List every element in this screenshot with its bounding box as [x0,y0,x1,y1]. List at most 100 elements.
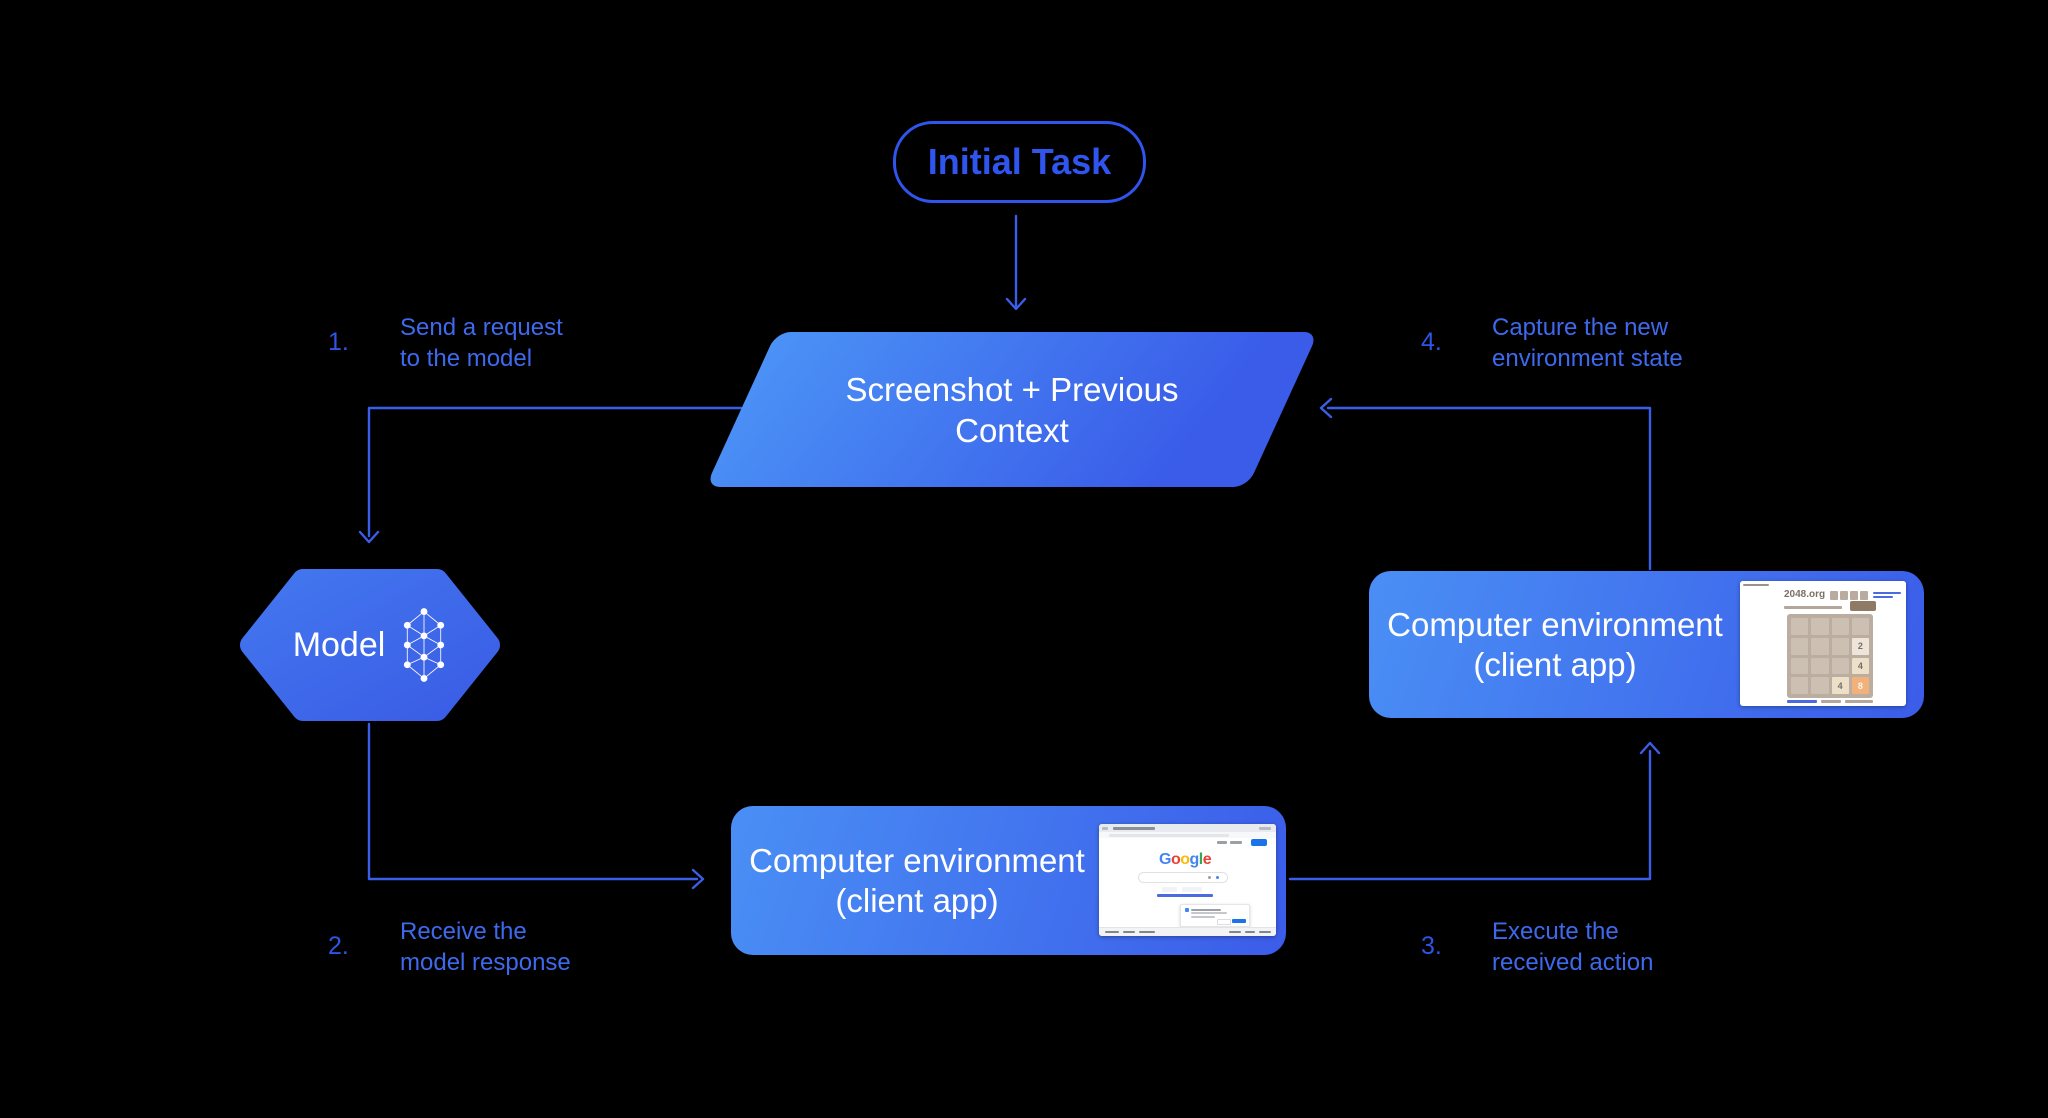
google-logo: Google [1159,851,1212,869]
tile-4: 4 [1851,657,1869,675]
new-game-button [1850,601,1876,611]
model-node-shape [240,569,500,721]
dialog-text-bar [1191,915,1215,918]
arrow-env2-to-context [1319,397,1652,571]
footer-link-bar [1787,700,1817,703]
keyboard-icon [1208,876,1211,879]
grid-cell [1811,618,1829,635]
url-bar-row [1099,832,1276,838]
browser-chrome-bar [1099,824,1276,832]
footer-text-bar [1845,700,1873,703]
2048-screenshot-thumbnail: 2048.org 2 4 [1740,581,1906,706]
browser-tab-strip [1740,581,1906,589]
grid-cell [1811,657,1829,675]
logo-letter: e [1202,851,1212,868]
step-1-label: Send a request to the model [400,312,563,374]
grid-cell [1791,677,1809,694]
step-3-number: 3. [1421,932,1442,960]
mic-icon [1216,876,1219,879]
env-right-label: Computer environment (client app) [1369,571,1741,718]
arrow-env-to-env2 [1288,741,1661,881]
step-1-line2: to the model [400,345,533,372]
sign-in-button [1251,839,1267,846]
env-bottom-label: Computer environment (client app) [731,806,1103,955]
tile-4: 4 [1831,677,1849,694]
dialog-secondary-button [1217,918,1231,925]
grid-cell [1791,618,1809,635]
logo-letter: o [1180,851,1190,868]
footer-link-bar [1139,931,1155,933]
footer-text-bar [1821,700,1841,703]
neural-network-icon [404,608,445,682]
google-search-button [1162,887,1177,892]
model-node: Model [239,568,501,722]
context-label-line1: Screenshot + Previous [845,371,1179,408]
grid-cell [1831,637,1849,655]
footer-link-bar [1123,931,1135,933]
step-2-number: 2. [328,932,349,960]
score-box [1850,591,1858,600]
context-label-line2: Context [955,412,1069,449]
gmail-link-bar [1217,841,1227,844]
url-bar [1109,833,1229,837]
score-box [1840,591,1848,600]
step-4-number: 4. [1421,328,1442,356]
grid-cell [1791,657,1809,675]
window-controls [1102,827,1108,830]
step-3-label: Execute the received action [1492,916,1653,978]
tile-8: 8 [1851,677,1869,694]
grid-cell [1851,618,1869,635]
grid-cell [1831,657,1849,675]
top-link-bar [1873,596,1893,598]
step-4-line1: Capture the new [1492,314,1669,341]
footer-link-bar [1259,931,1271,933]
google-screenshot-thumbnail: Google [1099,824,1276,936]
step-4-line2: environment state [1492,345,1683,372]
grid-cell [1811,637,1829,655]
arrow-task-to-context [1005,214,1027,311]
step-4-label: Capture the new environment state [1492,312,1683,374]
2048-grid: 2 4 4 8 [1787,614,1873,698]
step-1-number: 1. [328,328,349,356]
feeling-lucky-button [1182,887,1202,892]
step-3-line2: received action [1492,949,1654,976]
step-2-label: Receive the model response [400,916,571,978]
dialog-text-bar [1191,908,1221,911]
initial-task-node: Initial Task [893,121,1146,203]
env-right-label-line2: (client app) [1473,645,1637,683]
grid-cell [1791,637,1809,655]
tab-title-bar [1113,827,1155,830]
toolbar-icons [1259,827,1271,830]
score-box [1860,591,1868,600]
footer-link-bar [1229,931,1241,933]
tile-2: 2 [1851,637,1869,655]
step-1-line1: Send a request [400,314,563,341]
grid-cell [1831,618,1849,635]
dialog-text-bar [1191,912,1227,914]
logo-letter: G [1159,851,1171,868]
images-link-bar [1230,841,1242,844]
language-link-bar [1157,894,1213,897]
logo-letter: o [1170,851,1181,868]
page-footer [1099,927,1276,936]
logo-letter: g [1189,851,1200,868]
model-label: Model [292,625,386,664]
footer-link-bar [1245,931,1255,933]
env-node-right: Computer environment (client app) 2048.o… [1369,571,1924,718]
dialog-primary-button [1232,918,1246,923]
score-box [1830,591,1838,600]
dialog-icon [1185,908,1189,912]
cookie-consent-dialog [1180,904,1250,927]
logo-letter: l [1198,851,1203,868]
env-right-label-line1: Computer environment [1387,605,1723,643]
env-bottom-label-line1: Computer environment [749,841,1085,879]
context-node-label: Screenshot + Previous Context [741,369,1283,451]
footer-link-bar [1105,931,1119,933]
arrow-context-to-model [358,406,743,544]
env-node-bottom: Computer environment (client app) Google [731,806,1286,955]
arrow-model-to-env [367,722,705,890]
initial-task-label: Initial Task [927,141,1112,182]
grid-cell [1811,677,1829,694]
search-input [1138,872,1228,883]
